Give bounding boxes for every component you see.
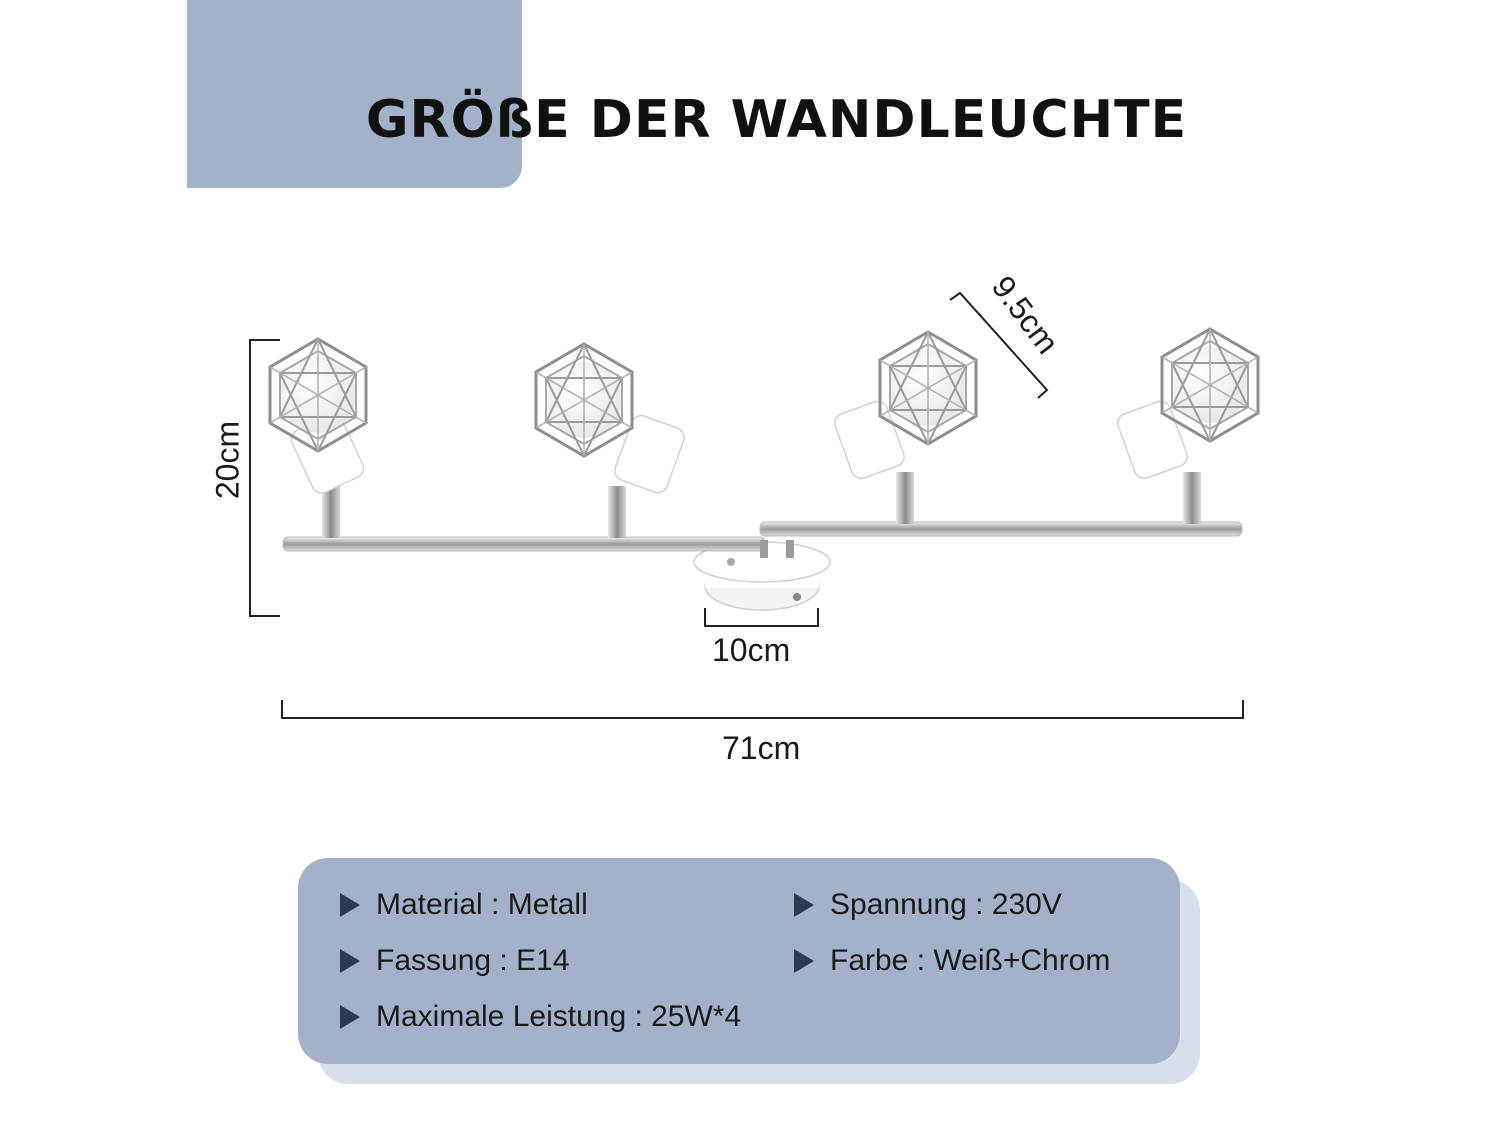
base-width-label: 10cm xyxy=(712,632,791,668)
page-title: GRÖßE DER WANDLEUCHTE xyxy=(365,90,1188,150)
triangle-bullet-icon xyxy=(340,893,360,917)
spec-text: Fassung : E14 xyxy=(376,944,570,977)
height-dimension-label: 20cm xyxy=(209,420,246,500)
triangle-bullet-icon xyxy=(340,949,360,973)
triangle-bullet-icon xyxy=(340,1005,360,1029)
spec-item-color: Farbe : Weiß+Chrom xyxy=(794,944,1110,978)
spec-text: Spannung : 230V xyxy=(830,888,1062,921)
spec-item-material: Material : Metall xyxy=(340,888,588,922)
spec-text: Farbe : Weiß+Chrom xyxy=(830,944,1111,977)
title-accent-box xyxy=(187,0,522,188)
triangle-bullet-icon xyxy=(794,949,814,973)
spec-item-voltage: Spannung : 230V xyxy=(794,888,1062,922)
spec-item-power: Maximale Leistung : 25W*4 xyxy=(340,1000,741,1034)
total-width-label: 71cm xyxy=(722,730,801,766)
spec-text: Material : Metall xyxy=(376,888,588,921)
triangle-bullet-icon xyxy=(794,893,814,917)
spec-text: Maximale Leistung : 25W*4 xyxy=(376,1000,742,1033)
spec-panel xyxy=(298,858,1180,1064)
spec-item-socket: Fassung : E14 xyxy=(340,944,569,978)
